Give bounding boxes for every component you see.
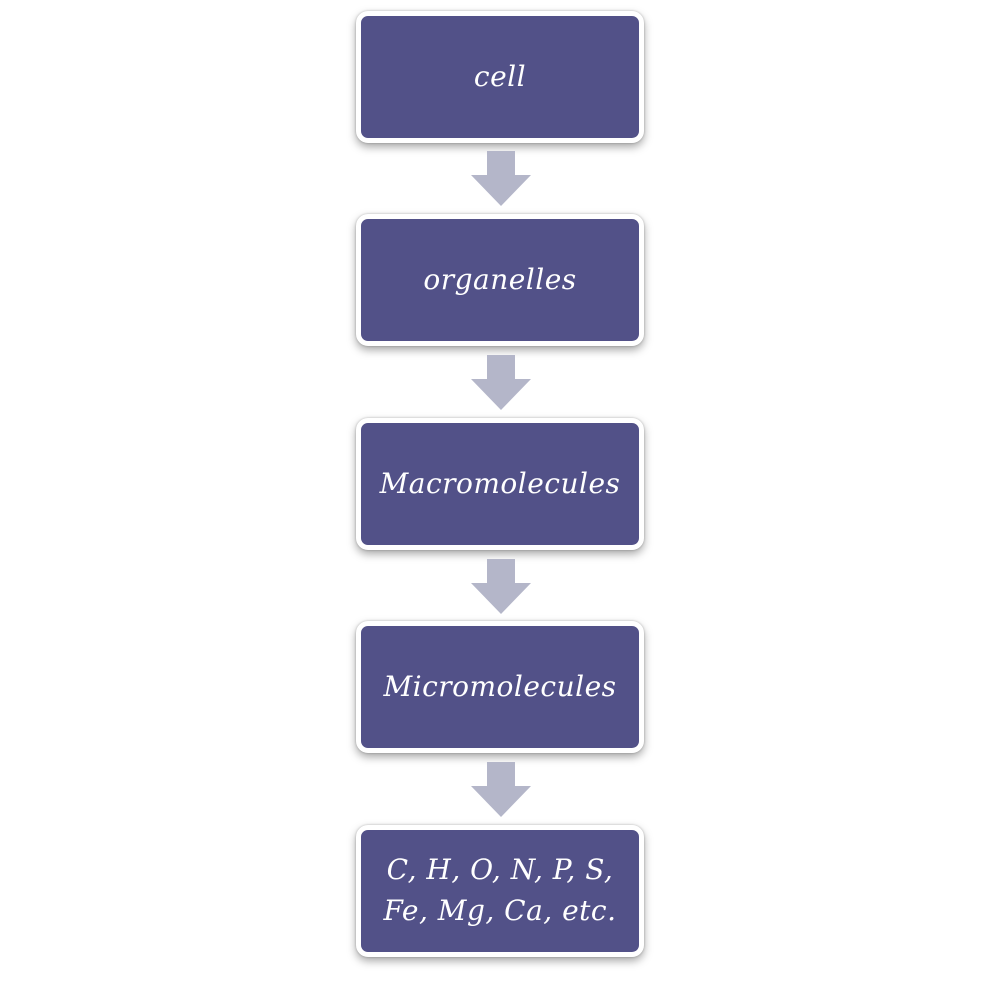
node-micromolecules: Micromolecules [356, 621, 644, 753]
node-label: cell [473, 59, 527, 93]
node-cell: cell [356, 11, 644, 143]
arrow-down-icon [471, 151, 531, 206]
node-organelles: organelles [356, 214, 644, 346]
node-label: organelles [423, 262, 577, 296]
arrow-down-icon [471, 559, 531, 614]
node-elements: C, H, O, N, P, S, Fe, Mg, Ca, etc. [356, 825, 644, 957]
arrow-down-icon [471, 762, 531, 817]
node-label: Micromolecules [383, 669, 617, 703]
node-macromolecules: Macromolecules [356, 418, 644, 550]
arrow-down-icon [471, 355, 531, 410]
node-label: C, H, O, N, P, S, Fe, Mg, Ca, etc. [383, 853, 617, 927]
node-label: Macromolecules [379, 466, 621, 500]
